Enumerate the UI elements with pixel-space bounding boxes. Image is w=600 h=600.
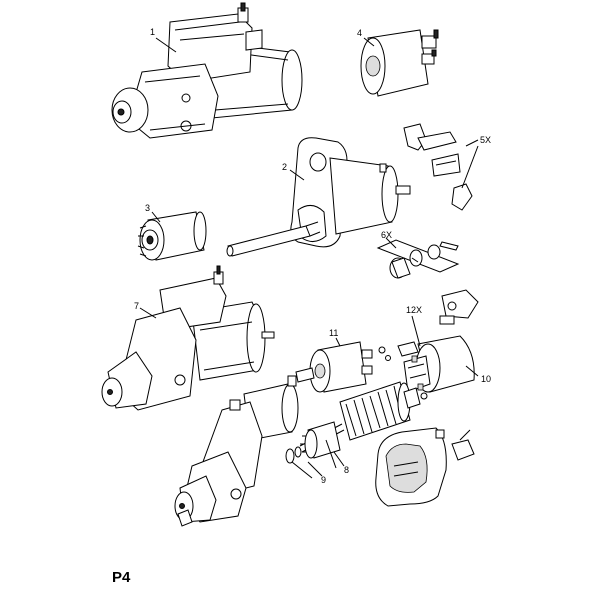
part-2-drive-housing xyxy=(226,137,411,257)
part-9-washer xyxy=(285,446,313,479)
callout-12x: 12X xyxy=(406,305,422,315)
part-11-solenoid xyxy=(295,341,391,393)
callout-4: 4 xyxy=(357,28,362,38)
part-7-starter-motor xyxy=(101,265,275,411)
leader-lines xyxy=(139,37,479,477)
part-1-starter-motor xyxy=(111,2,303,139)
callout-11: 11 xyxy=(329,328,338,338)
callout-5x: 5X xyxy=(480,135,491,145)
part-5x-clips xyxy=(403,123,479,211)
callout-3: 3 xyxy=(145,203,150,213)
part-8-drive-pinion xyxy=(300,421,341,469)
part-4-solenoid xyxy=(360,29,439,97)
callout-1: 1 xyxy=(150,27,155,37)
part-10-end-cover xyxy=(403,335,475,393)
part-3-pinion xyxy=(137,211,207,261)
callout-2: 2 xyxy=(282,162,287,172)
yoke-housing xyxy=(375,427,475,507)
starter-motor-exploded-base xyxy=(174,375,299,527)
callout-8: 8 xyxy=(344,465,349,475)
part-12x-brushes xyxy=(397,289,479,357)
callout-labels: 1 4 5X 2 3 6X 7 12X 11 10 8 9 xyxy=(134,27,491,485)
callout-9: 9 xyxy=(321,475,326,485)
callout-10: 10 xyxy=(481,374,491,384)
armature xyxy=(299,381,428,453)
callout-6x: 6X xyxy=(381,230,392,240)
page-label: P4 xyxy=(112,569,131,586)
callout-7: 7 xyxy=(134,301,139,311)
part-6x-bushings xyxy=(376,239,460,279)
